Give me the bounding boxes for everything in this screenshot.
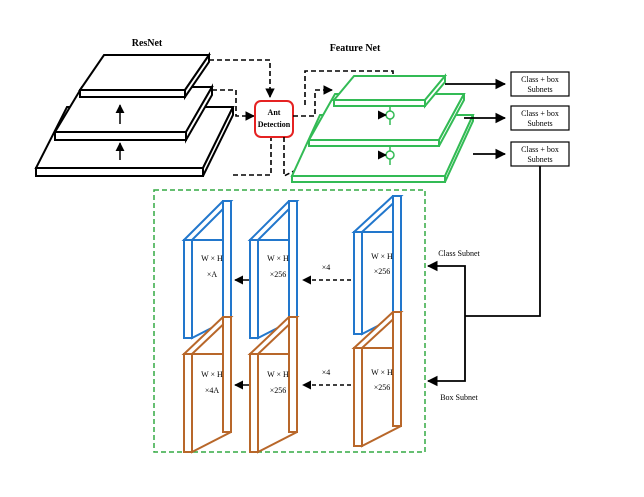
class-block-hidden-2 <box>247 200 300 340</box>
box-subnet-label: Box Subnet <box>440 393 478 402</box>
ant-detection-line2: Detection <box>258 120 291 129</box>
class-block-input-line1: W × H <box>371 252 393 261</box>
box-block-input-line2: ×256 <box>374 383 391 392</box>
subnet-box-2-line1: Class + box <box>521 109 559 118</box>
resnet-plate-top-side <box>184 51 210 101</box>
subnet-box-1-line1: Class + box <box>521 75 559 84</box>
subnet-detail-frame <box>153 189 426 453</box>
feature-net-stack <box>290 73 475 183</box>
class-block-hidden-2-line1: W × H <box>267 254 289 263</box>
ant-detection-box: Ant Detection <box>254 100 294 138</box>
box-block-output-line1: W × H <box>201 370 223 379</box>
resnet-plate-top-edge <box>79 89 186 98</box>
subnet-box-2: Class + box Subnets <box>510 105 570 131</box>
subnet-box-1: Class + box Subnets <box>510 71 570 97</box>
box-repeat-label: ×4 <box>322 368 331 377</box>
box-block-input <box>351 311 404 448</box>
box-block-input-line1: W × H <box>371 368 393 377</box>
feature-merge-icon-2 <box>385 150 395 160</box>
ant-detection-line1: Ant <box>268 108 281 117</box>
class-repeat-label: ×4 <box>322 263 331 272</box>
feature-to-subnet-arrows <box>445 78 507 160</box>
subnet-box-3-line1: Class + box <box>521 145 559 154</box>
feature-net-title: Feature Net <box>330 43 381 54</box>
subnet-split-connector <box>426 166 541 387</box>
subnet-box-3: Class + box Subnets <box>510 141 570 167</box>
class-block-hidden-2-line2: ×256 <box>270 270 287 279</box>
feature-plate-middle-side <box>438 93 465 147</box>
class-subnet-label: Class Subnet <box>438 249 480 258</box>
box-block-hidden-2 <box>247 316 300 454</box>
class-block-input-line2: ×256 <box>374 267 391 276</box>
subnet-box-1-line2: Subnets <box>527 85 552 94</box>
class-block-input <box>351 195 404 336</box>
feature-plate-middle-edge <box>308 139 440 147</box>
class-block-output <box>181 200 234 340</box>
resnet-title: ResNet <box>132 38 163 49</box>
subnet-box-3-line2: Subnets <box>527 155 552 164</box>
class-block-output-line2: ×A <box>207 270 218 279</box>
feature-plate-bottom-side <box>444 114 474 183</box>
resnet-plate-middle-side <box>185 83 213 144</box>
box-block-output <box>181 316 234 454</box>
resnet-to-ant-connectors <box>209 59 275 176</box>
box-block-hidden-2-line1: W × H <box>267 370 289 379</box>
resnet-plate-bottom-edge <box>35 167 204 177</box>
feature-merge-icon-1 <box>385 110 395 120</box>
resnet-plate-middle-edge <box>54 131 187 141</box>
feature-plate-top-side <box>424 73 446 109</box>
resnet-plate-bottom-side <box>202 106 234 177</box>
box-block-output-line2: ×4A <box>205 386 220 395</box>
feature-plate-top-edge <box>333 99 426 107</box>
resnet-stack <box>34 51 235 177</box>
subnet-box-2-line2: Subnets <box>527 119 552 128</box>
box-block-hidden-2-line2: ×256 <box>270 386 287 395</box>
class-block-output-line1: W × H <box>201 254 223 263</box>
feature-plate-bottom-edge <box>291 175 446 183</box>
